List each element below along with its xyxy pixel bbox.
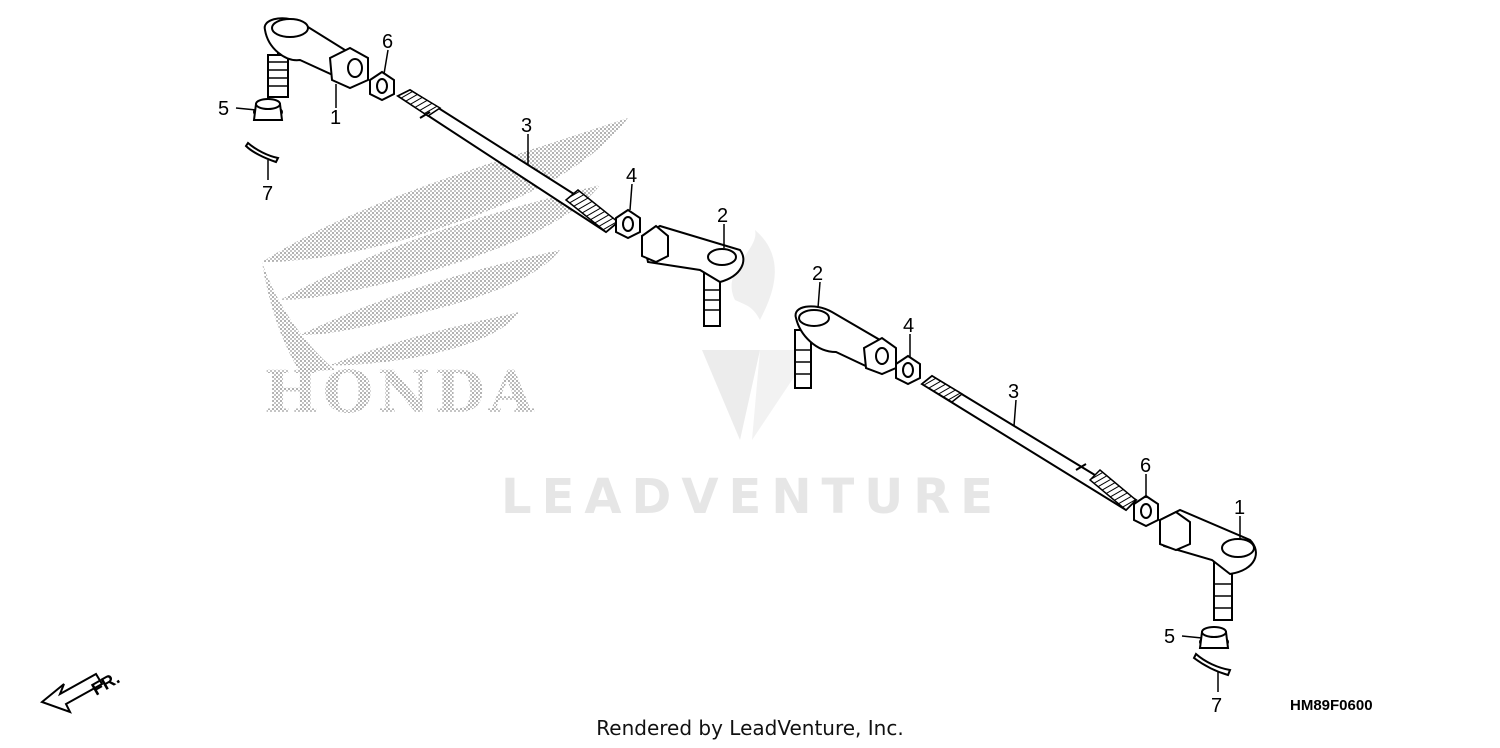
callout-4-left: 4 [626, 165, 637, 187]
tie-rod-end-2-right [794, 305, 897, 389]
callout-5-lower: 5 [1164, 626, 1175, 648]
leadventure-watermark-text: LEADVENTURE [501, 469, 1003, 525]
nut-4-right [895, 354, 921, 386]
honda-wing-watermark [262, 118, 628, 372]
callout-5-upper: 5 [218, 98, 229, 120]
tie-rod-end-1-lower [1158, 508, 1257, 621]
callout-7-lower: 7 [1211, 695, 1222, 717]
cotter-pin-7-upper [244, 141, 280, 164]
rendered-by-footer: Rendered by LeadVenture, Inc. [596, 716, 904, 740]
flange-nut-5-upper [252, 98, 284, 121]
callout-1-upper: 1 [330, 107, 341, 129]
callout-3-left: 3 [521, 115, 532, 137]
tie-rod-3-right [920, 374, 1138, 512]
leadventure-logo-watermark: LEADVENTURE [501, 230, 1003, 525]
tie-rod-end-1-upper [263, 17, 369, 98]
front-direction-arrow: FR. [39, 668, 123, 714]
callout-2-left: 2 [717, 205, 728, 227]
callout-3-right: 3 [1008, 381, 1019, 403]
tie-rod-end-2-left [640, 224, 745, 327]
callouts: 1 6 5 7 3 4 2 2 4 3 6 1 5 7 [218, 31, 1245, 717]
nut-6-lower [1133, 494, 1159, 528]
callout-4-right: 4 [903, 315, 914, 337]
nut-6-upper [369, 70, 395, 102]
callout-2-right: 2 [812, 263, 823, 285]
callout-6-upper: 6 [382, 31, 393, 53]
callout-7-upper: 7 [262, 183, 273, 205]
flange-nut-5-lower [1198, 626, 1230, 649]
diagram-code: HM89F0600 [1290, 697, 1373, 714]
callout-1-lower: 1 [1234, 497, 1245, 519]
leader-lines [235, 49, 1241, 692]
honda-logo-text: HONDA [264, 358, 538, 426]
front-direction-label: FR. [88, 668, 123, 700]
callout-6-lower: 6 [1140, 455, 1151, 477]
cotter-pin-7-lower [1192, 652, 1232, 677]
nut-4-left [615, 208, 641, 240]
